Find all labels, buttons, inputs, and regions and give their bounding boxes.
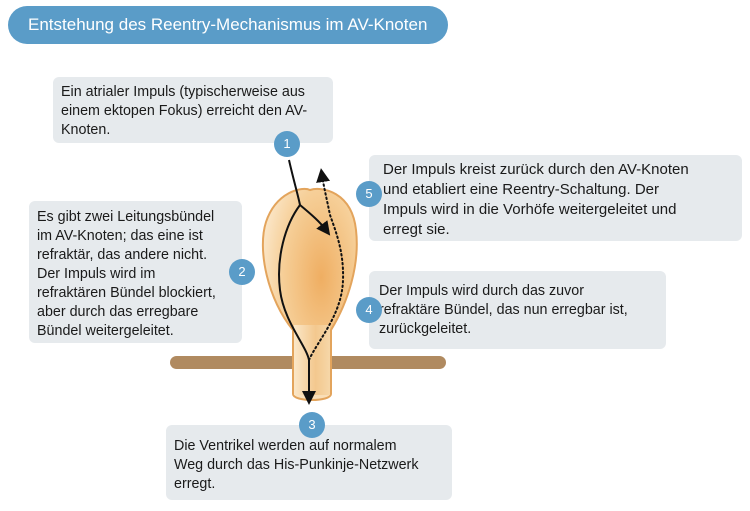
- step-4-badge: 4: [356, 297, 382, 323]
- blocked-bundle: [299, 204, 331, 236]
- step-5-box: Der Impuls kreist zurück durch den AV-Kn…: [369, 155, 742, 241]
- step-2-badge: 2: [229, 259, 255, 285]
- step-4-box: Der Impuls wird durch das zuvor refraktä…: [369, 271, 666, 349]
- step-3-badge: 3: [299, 412, 325, 438]
- av-node: [261, 187, 358, 401]
- step-5-text: Der Impuls kreist zurück durch den AV-Kn…: [383, 161, 689, 238]
- step-1-text: Ein atrialer Impuls (typischerweise aus …: [61, 84, 308, 138]
- step-1-badge: 1: [274, 131, 300, 157]
- title-banner: Entstehung des Reentry-Mechanismus im AV…: [8, 6, 448, 44]
- diagram-title: Entstehung des Reentry-Mechanismus im AV…: [28, 15, 428, 34]
- impulse-path-in: [288, 159, 301, 206]
- av-node-stalk: [294, 325, 330, 395]
- step-5-badge: 5: [356, 181, 382, 207]
- step-2-text: Es gibt zwei Leitungsbündel im AV-Knoten…: [37, 209, 216, 339]
- reentry-path: [308, 168, 345, 361]
- conducting-bundle: [278, 204, 316, 405]
- step-4-text: Der Impuls wird durch das zuvor refraktä…: [379, 283, 628, 337]
- step-2-box: Es gibt zwei Leitungsbündel im AV-Knoten…: [29, 201, 242, 343]
- step-3-text: Die Ventrikel werden auf normalem Weg du…: [174, 438, 419, 492]
